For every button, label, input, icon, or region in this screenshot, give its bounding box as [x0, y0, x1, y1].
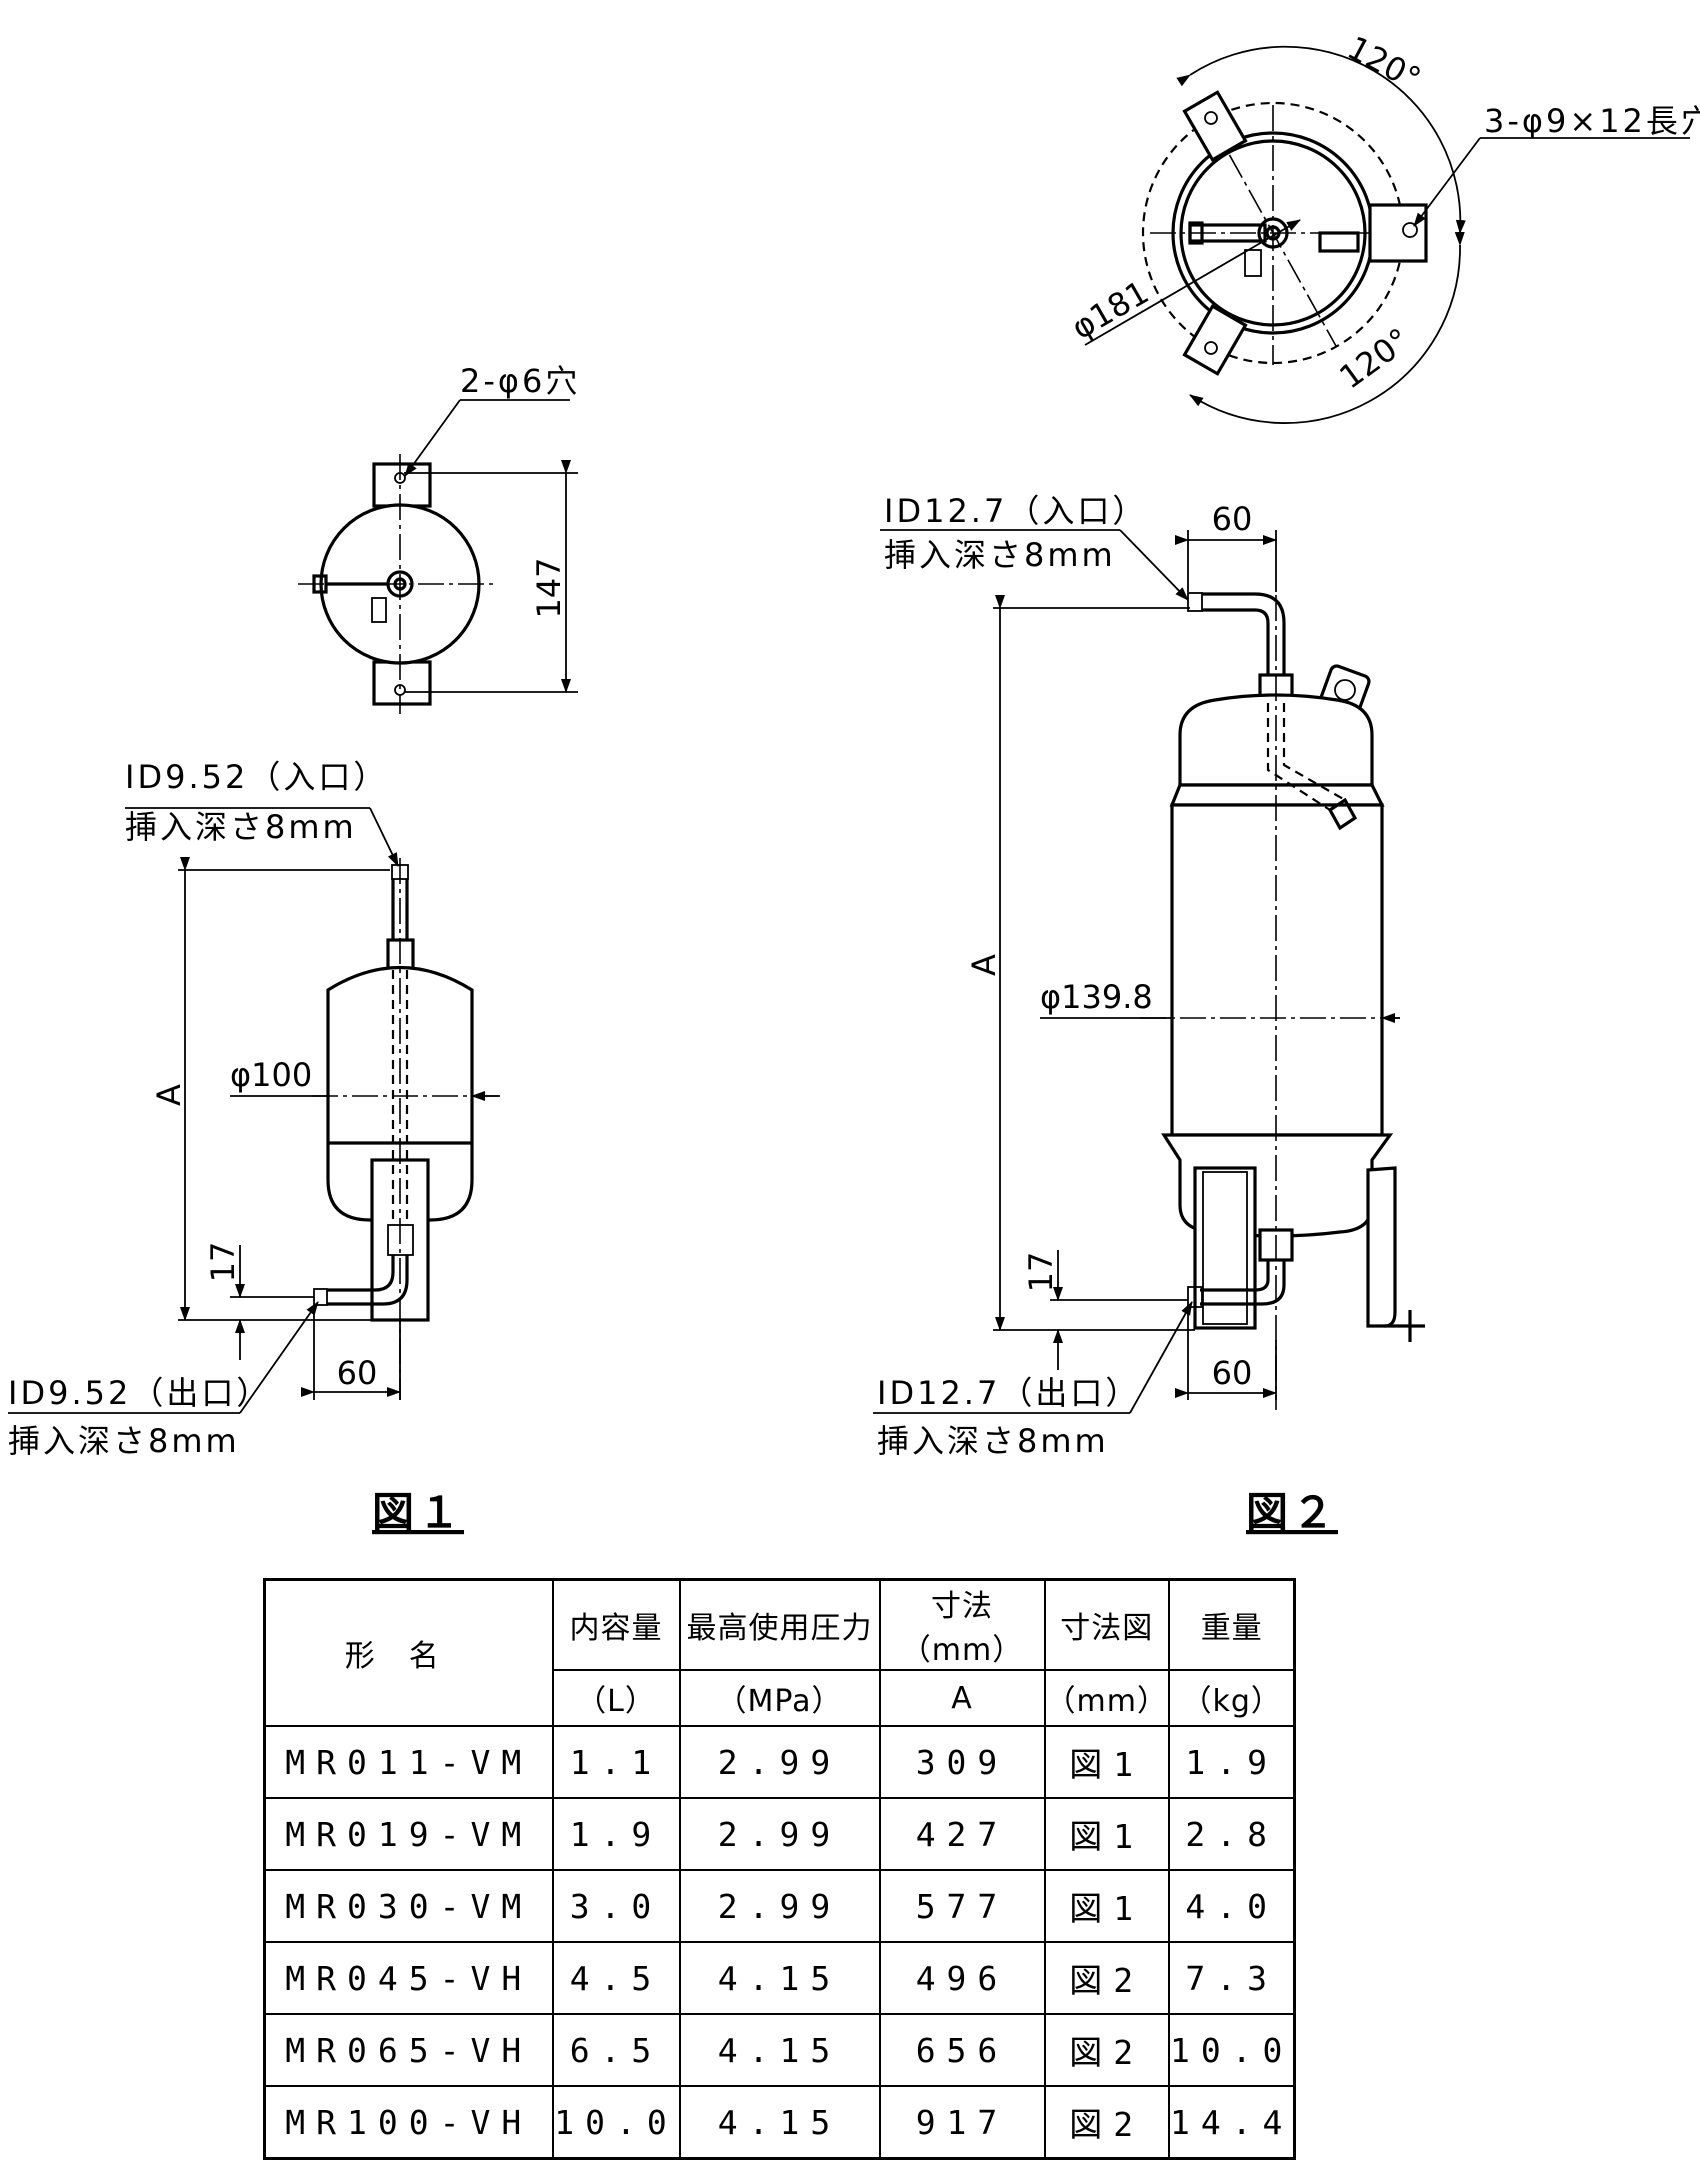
cell-dimension: 656 [878, 2013, 1046, 2087]
header-weight-unit: （kg） [1167, 1669, 1296, 1727]
spec-table: 形名 内容量 最高使用圧力 寸法（mm） 寸法図 重量 （L） （MPa） A … [263, 1578, 1297, 2160]
spec-header-row: 形名 内容量 最高使用圧力 寸法（mm） 寸法図 重量 [263, 1578, 1296, 1727]
fig2-slot-label: 3-φ9×12長穴 [1484, 102, 1700, 140]
cell-model: MR011-VM [263, 1725, 554, 1799]
fig2-top-diameter: φ181 [1065, 273, 1155, 347]
fig1-dim-a: A [150, 1084, 188, 1106]
table-row: MR011-VM 1.1 2.99 309 図1 1.9 [263, 1725, 1296, 1799]
cell-weight: 10.0 [1167, 2013, 1296, 2087]
fig1-diameter: φ100 [230, 1056, 312, 1094]
header-drawing: 寸法図 [1043, 1578, 1170, 1671]
header-dimension-sub: A [878, 1669, 1046, 1727]
fig1-side-view: φ100 A 17 60 ID9.52（入口） 挿入深さ8mm ID9.52（出… [8, 758, 500, 1460]
fig2-dim-17: 17 [1022, 1252, 1060, 1293]
fig1-inlet-depth: 挿入深さ8mm [125, 808, 357, 846]
cell-dimension: 496 [878, 1941, 1046, 2015]
fig1-title: 図１ [372, 1488, 464, 1537]
fig2-outlet-label: ID12.7（出口） [877, 1374, 1140, 1412]
fig2-dim-a: A [965, 954, 1003, 976]
fig2-outlet-depth: 挿入深さ8mm [877, 1422, 1109, 1460]
table-row: MR065-VH 6.5 4.15 656 図2 10.0 [263, 2013, 1296, 2087]
fig1-top-view: 147 2-φ6穴 [298, 362, 580, 714]
cell-weight: 7.3 [1167, 1941, 1296, 2015]
table-row: MR045-VH 4.5 4.15 496 図2 7.3 [263, 1941, 1296, 2015]
cell-dimension: 427 [878, 1797, 1046, 1871]
cell-weight: 14.4 [1167, 2085, 1296, 2160]
cell-capacity: 3.0 [551, 1869, 681, 1943]
fig1-147-dim: 147 [530, 557, 568, 618]
fig2-diameter: φ139.8 [1040, 978, 1153, 1016]
header-dimension: 寸法（mm） [878, 1578, 1046, 1671]
cell-dimension: 917 [878, 2085, 1046, 2160]
table-row: MR019-VM 1.9 2.99 427 図1 2.8 [263, 1797, 1296, 1871]
cell-drawing: 図2 [1043, 1941, 1170, 2015]
header-model: 形名 [263, 1578, 554, 1727]
cell-weight: 4.0 [1167, 1869, 1296, 1943]
cell-capacity: 10.0 [551, 2085, 681, 2160]
fig2-inlet-label: ID12.7（入口） [884, 492, 1147, 530]
header-weight: 重量 [1167, 1578, 1296, 1671]
cell-drawing: 図1 [1043, 1725, 1170, 1799]
header-capacity: 内容量 [551, 1578, 681, 1671]
fig2-title: 図２ [1246, 1488, 1338, 1537]
fig1-inlet-label: ID9.52（入口） [125, 758, 388, 796]
cell-drawing: 図2 [1043, 2085, 1170, 2160]
fig1-dim-17: 17 [204, 1242, 242, 1283]
header-pressure: 最高使用圧力 [678, 1578, 881, 1671]
table-row: MR030-VM 3.0 2.99 577 図1 4.0 [263, 1869, 1296, 1943]
fig1-outlet-depth: 挿入深さ8mm [8, 1422, 240, 1460]
cell-model: MR045-VH [263, 1941, 554, 2015]
cell-drawing: 図1 [1043, 1869, 1170, 1943]
fig2-dim-60-bottom: 60 [1212, 1354, 1253, 1392]
cell-pressure: 2.99 [678, 1725, 881, 1799]
fig1-hole-label: 2-φ6穴 [460, 362, 580, 400]
fig2-dim-60-top: 60 [1212, 500, 1253, 538]
cell-weight: 2.8 [1167, 1797, 1296, 1871]
cell-dimension: 309 [878, 1725, 1046, 1799]
cell-pressure: 4.15 [678, 1941, 881, 2015]
cell-pressure: 4.15 [678, 2085, 881, 2160]
cell-pressure: 4.15 [678, 2013, 881, 2087]
cell-model: MR019-VM [263, 1797, 554, 1871]
fig2-inlet-depth: 挿入深さ8mm [884, 536, 1116, 574]
cell-pressure: 2.99 [678, 1797, 881, 1871]
cell-model: MR030-VM [263, 1869, 554, 1943]
cell-weight: 1.9 [1167, 1725, 1296, 1799]
fig2-top-view: 120° 120° 3-φ9×12長穴 φ181 [1065, 29, 1700, 424]
cell-capacity: 6.5 [551, 2013, 681, 2087]
header-drawing-unit: （mm） [1043, 1669, 1170, 1727]
cell-pressure: 2.99 [678, 1869, 881, 1943]
spec-unit-row: （L） （MPa） A （mm） （kg） [265, 1669, 1296, 1727]
cell-model: MR065-VH [263, 2013, 554, 2087]
cell-capacity: 4.5 [551, 1941, 681, 2015]
header-pressure-unit: （MPa） [678, 1669, 881, 1727]
cell-capacity: 1.1 [551, 1725, 681, 1799]
cell-dimension: 577 [878, 1869, 1046, 1943]
cell-model: MR100-VH [263, 2085, 554, 2160]
cell-drawing: 図1 [1043, 1797, 1170, 1871]
fig2-angle-top: 120° [1341, 29, 1427, 99]
fig2-side-view: φ139.8 A 17 60 60 ID12.7（入口） 挿入深さ8mm ID1… [873, 492, 1425, 1460]
fig2-angle-bottom: 120° [1332, 320, 1417, 396]
cell-drawing: 図2 [1043, 2013, 1170, 2087]
fig1-outlet-label: ID9.52（出口） [8, 1374, 271, 1412]
header-capacity-unit: （L） [551, 1669, 681, 1727]
table-row: MR100-VH 10.0 4.15 917 図2 14.4 [263, 2085, 1296, 2160]
fig1-dim-60: 60 [337, 1354, 378, 1392]
cell-capacity: 1.9 [551, 1797, 681, 1871]
